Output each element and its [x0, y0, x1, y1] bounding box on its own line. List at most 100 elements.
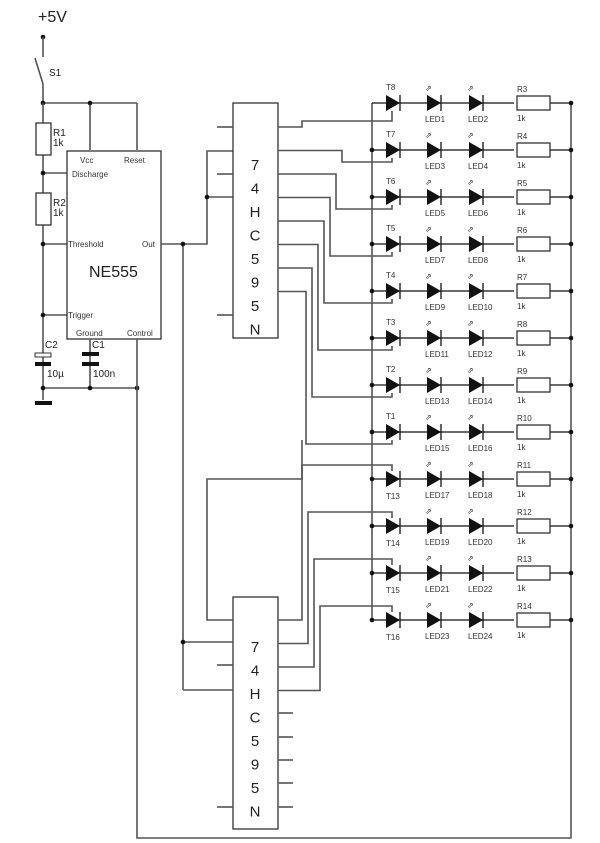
junction	[87, 100, 93, 106]
supply-label: +5V	[38, 9, 67, 26]
led-label: LED22	[468, 585, 493, 594]
light-emission-icon: ⇗	[425, 507, 432, 516]
junction	[369, 476, 375, 482]
transistor-label: T1	[386, 412, 396, 421]
transistor-label: T5	[386, 224, 396, 233]
ic-label-char: 9	[251, 757, 259, 774]
led-diode	[469, 189, 484, 205]
transistor-diode	[386, 189, 401, 205]
ic-label-char: 5	[251, 733, 259, 750]
led-label: LED11	[425, 350, 449, 359]
resistor-r1-value: 1k	[53, 138, 65, 149]
gate-wire	[278, 220, 393, 304]
led-diode	[469, 471, 484, 487]
capacitor-c2-name: C2	[45, 340, 58, 351]
led-diode	[427, 518, 442, 534]
led-label: LED20	[468, 538, 493, 547]
gate-wire	[278, 267, 393, 398]
junction	[568, 523, 574, 529]
transistor-label: T13	[386, 492, 400, 501]
led-label: LED13	[425, 397, 450, 406]
junction	[40, 170, 46, 176]
junction	[568, 147, 574, 153]
gate-wire	[278, 511, 393, 645]
transistor-diode	[386, 142, 401, 158]
switch-label: S1	[49, 68, 62, 79]
led-diode	[427, 424, 442, 440]
led-label: LED10	[468, 303, 493, 312]
junction	[568, 429, 574, 435]
led-diode	[469, 95, 484, 111]
resistor-value: 1k	[517, 114, 526, 123]
junction	[204, 194, 210, 200]
led-label: LED9	[425, 303, 446, 312]
ic-label-char: N	[250, 804, 261, 821]
resistor-label: R13	[517, 555, 532, 564]
resistor-label: R4	[517, 132, 528, 141]
gate-wire	[278, 243, 393, 351]
resistor-label: R14	[517, 602, 532, 611]
resistor-r2-name: R2	[53, 198, 66, 209]
junction	[568, 476, 574, 482]
transistor-diode	[386, 330, 401, 346]
junction	[40, 312, 46, 318]
transistor-diode	[386, 565, 401, 581]
transistor-diode	[386, 377, 401, 393]
resistor	[516, 471, 551, 487]
junction	[369, 147, 375, 153]
light-emission-icon: ⇗	[467, 272, 474, 281]
gate-wire	[278, 605, 393, 692]
resistor	[516, 377, 551, 393]
transistor-diode	[386, 283, 401, 299]
led-label: LED23	[425, 632, 450, 641]
junction	[180, 639, 186, 645]
light-emission-icon: ⇗	[425, 366, 432, 375]
ic-label-char: C	[250, 710, 261, 727]
capacitor-c1	[82, 352, 99, 366]
light-emission-icon: ⇗	[425, 601, 432, 610]
resistor-label: R10	[517, 414, 532, 423]
gate-wire	[278, 558, 393, 668]
resistor	[516, 330, 551, 346]
pin-out: Out	[142, 240, 156, 249]
resistor-label: R3	[517, 85, 528, 94]
gate-wire	[278, 464, 393, 621]
resistor-r1	[35, 122, 52, 156]
resistor	[516, 424, 551, 440]
resistor	[516, 518, 551, 534]
led-diode	[469, 424, 484, 440]
gate-wire	[278, 149, 393, 163]
transistor-label: T7	[386, 130, 396, 139]
junction	[369, 241, 375, 247]
resistor	[516, 236, 551, 252]
light-emission-icon: ⇗	[425, 84, 432, 93]
resistor	[516, 142, 551, 158]
led-label: LED7	[425, 256, 446, 265]
pin-reset: Reset	[124, 156, 146, 165]
resistor-label: R11	[517, 461, 532, 470]
light-emission-icon: ⇗	[467, 507, 474, 516]
junction	[568, 288, 574, 294]
resistor-value: 1k	[517, 208, 526, 217]
resistor-label: R6	[517, 226, 528, 235]
resistor-r2-value: 1k	[53, 208, 65, 219]
led-label: LED4	[468, 162, 489, 171]
gate-wire	[278, 173, 393, 210]
led-diode	[469, 236, 484, 252]
transistor-label: T4	[386, 271, 396, 280]
led-label: LED8	[468, 256, 489, 265]
light-emission-icon: ⇗	[467, 366, 474, 375]
switch-s1	[34, 37, 44, 103]
